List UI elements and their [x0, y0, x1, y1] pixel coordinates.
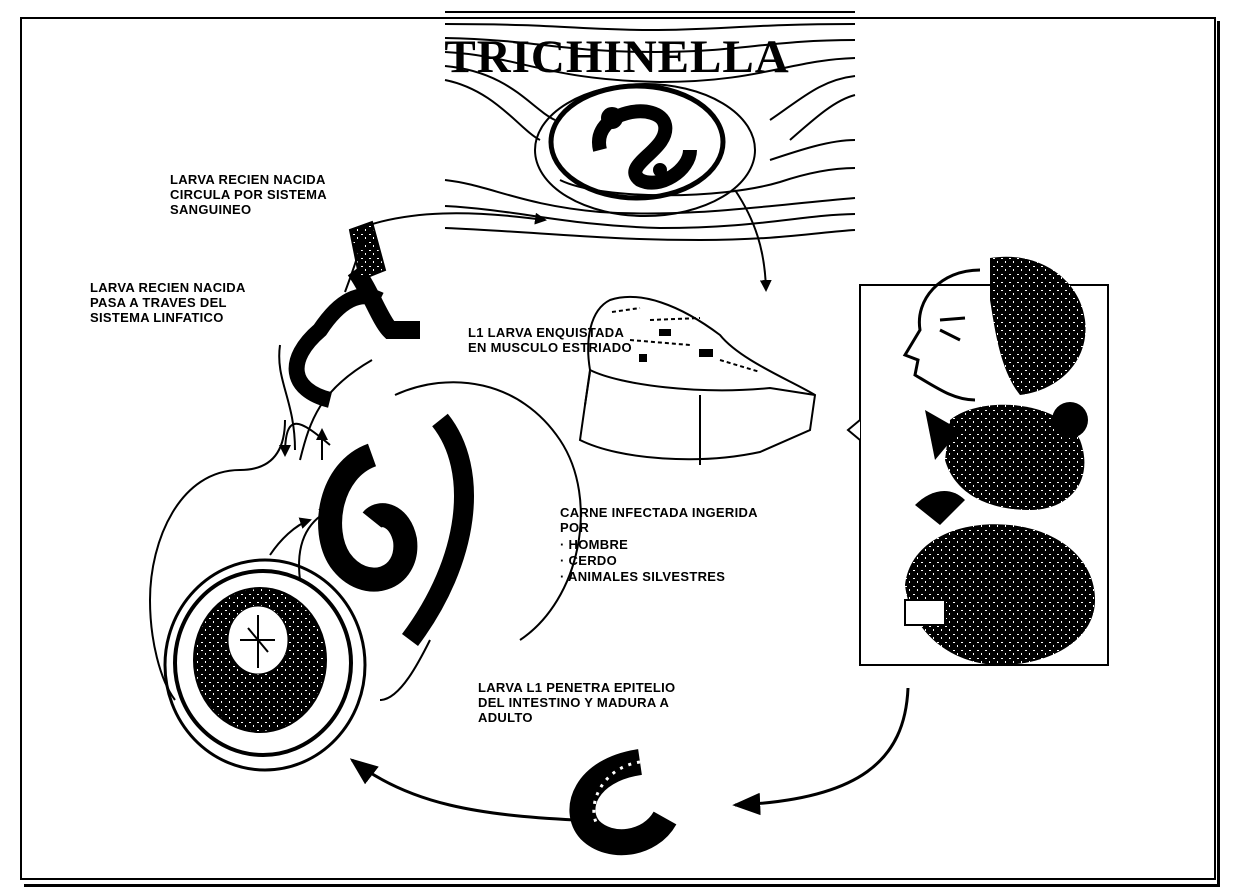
label-blood-circulation: LARVA RECIEN NACIDA CIRCULA POR SISTEMA …: [170, 172, 327, 217]
host-list-item: · HOMBRE: [560, 537, 628, 552]
l1-larva-icon: [582, 762, 665, 842]
label-intestine-penetration: LARVA L1 PENETRA EPITELIO DEL INTESTINO …: [478, 680, 675, 725]
infected-meat-icon: [580, 297, 815, 465]
intestine-icon: [165, 560, 365, 770]
muscle-cyst-icon: [445, 12, 855, 240]
label-infected-meat: CARNE INFECTADA INGERIDA POR: [560, 505, 758, 535]
label-lymphatic-passage: LARVA RECIEN NACIDA PASA A TRAVES DEL SI…: [90, 280, 246, 325]
host-list-item: · CERDO: [560, 553, 617, 568]
hosts-icon: [848, 257, 1108, 665]
host-list-item: · ANIMALES SILVESTRES: [560, 569, 725, 584]
label-encysted-larva: L1 LARVA ENQUISTADA EN MUSCULO ESTRIADO: [468, 325, 632, 355]
